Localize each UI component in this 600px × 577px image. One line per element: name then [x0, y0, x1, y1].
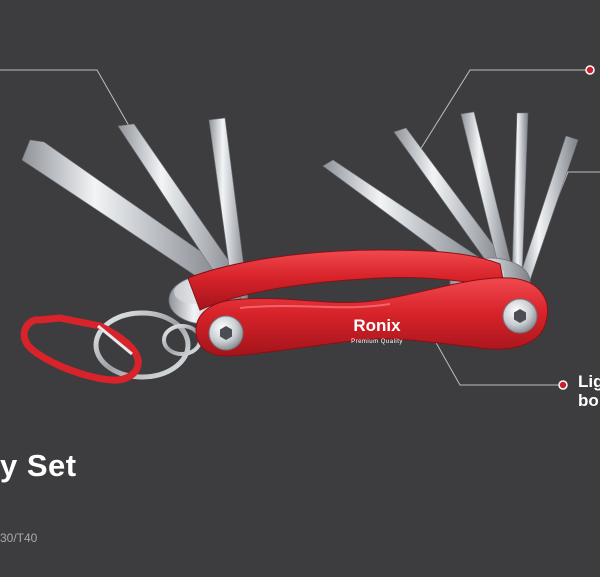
carabiner [20, 314, 142, 384]
callout-dot-top-right [585, 65, 595, 75]
keyring [93, 310, 202, 380]
blade-right-5 [517, 135, 579, 287]
brand-logo: Ronix [353, 316, 401, 335]
leader-line-bottom-right [429, 331, 562, 386]
left-key-blades [21, 117, 249, 303]
callout-dot-bottom-right [558, 380, 568, 390]
blade-left-1 [21, 139, 231, 289]
callout-line-2: bo [578, 391, 599, 410]
brand-tagline: Premium Quality [351, 339, 403, 345]
product-title: y Set [0, 448, 77, 483]
callout-lower-right: Lig bo [578, 372, 600, 410]
screw-left [208, 315, 244, 351]
leader-line-top-right [419, 69, 590, 151]
blade-right-4 [511, 112, 529, 277]
callout-line-1: Lig [578, 372, 600, 391]
red-handle [187, 249, 548, 357]
product-size-range: 30/T40 [0, 531, 38, 545]
right-key-blades [322, 111, 579, 287]
screw-right [502, 298, 538, 334]
leader-line-top-left [0, 69, 141, 146]
